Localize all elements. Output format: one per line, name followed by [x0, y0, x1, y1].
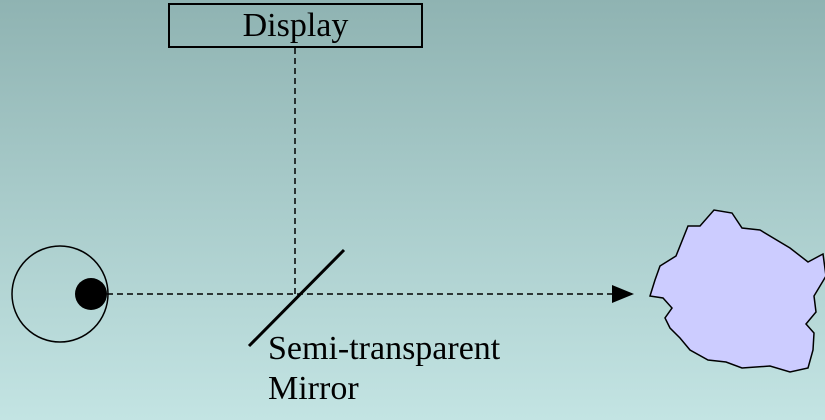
semi-transparent-mirror — [247, 248, 346, 348]
pupil — [75, 278, 107, 310]
display-box: Display — [168, 3, 423, 48]
eye-icon — [11, 245, 109, 343]
mirror-label-line1: Semi-transparent — [268, 330, 501, 367]
display-label: Display — [242, 6, 349, 44]
mirror-label: Semi-transparent Mirror — [268, 329, 500, 409]
mirror-label-line2: Mirror — [268, 370, 359, 407]
real-world-object — [649, 209, 825, 373]
